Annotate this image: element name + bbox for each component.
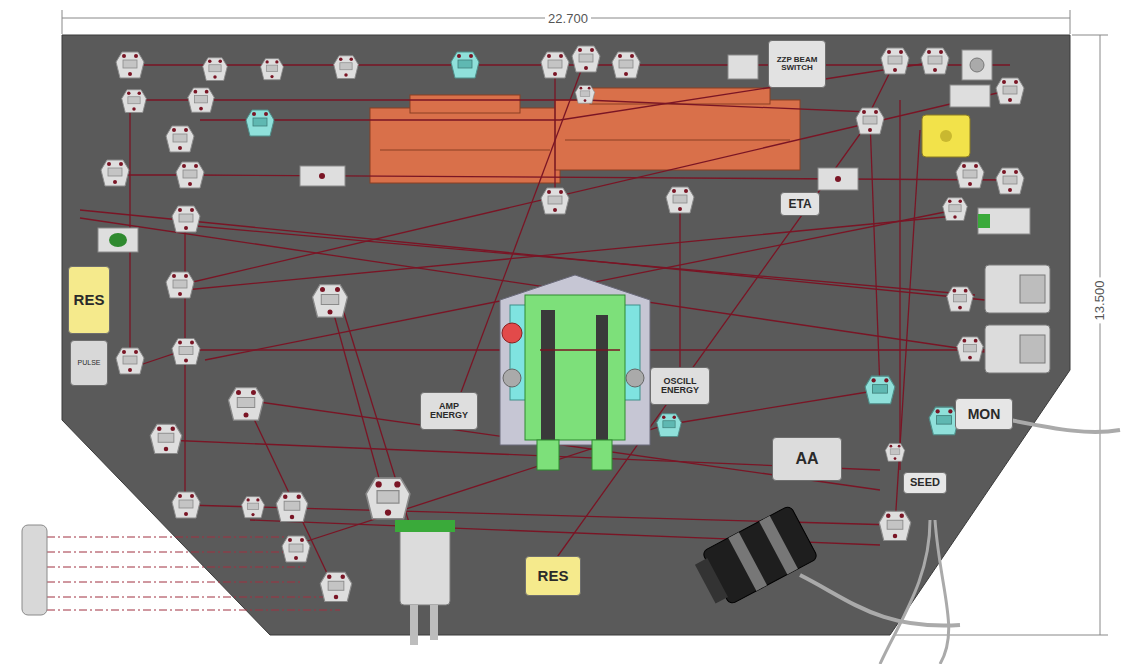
part-label: ETA [788, 198, 811, 211]
laser-head [395, 520, 455, 645]
part-label: PULSE [78, 359, 101, 366]
part-label: ZZP BEAM SWITCH [772, 56, 822, 73]
res-block: RES [525, 556, 581, 596]
motor [691, 505, 818, 611]
part-label: SEED [910, 477, 940, 489]
dimension-label: 22.700 [545, 11, 591, 26]
part-label: AA [795, 451, 818, 468]
dashed-beams [47, 537, 340, 610]
part-label: OSCILL ENERGY [654, 377, 706, 396]
res-block: RES [68, 266, 110, 334]
part-label: RES [538, 568, 569, 584]
output-port [22, 525, 47, 615]
component-tag: ETA [780, 192, 820, 216]
energy-sensor: AMP ENERGY [420, 392, 478, 430]
part-label: AMP ENERGY [424, 402, 474, 421]
switch-box: ZZP BEAM SWITCH [768, 40, 826, 88]
cable [800, 575, 960, 626]
monitor-block: MON [955, 398, 1013, 430]
seed-port: SEED [903, 472, 947, 494]
beam-paths [80, 60, 1010, 590]
part-label: MON [968, 407, 1001, 422]
dimension-label: 13.500 [1092, 277, 1107, 323]
part-label: RES [74, 292, 105, 308]
oscillator-assembly [500, 275, 650, 470]
dimension-lines [62, 10, 1108, 635]
components [98, 50, 1120, 664]
base-plate [62, 35, 1070, 635]
energy-sensor: OSCILL ENERGY [650, 367, 710, 405]
aa-block: AA [772, 437, 842, 481]
mirror-mounts [101, 46, 1024, 602]
pulse-sensor: PULSE [70, 340, 108, 386]
